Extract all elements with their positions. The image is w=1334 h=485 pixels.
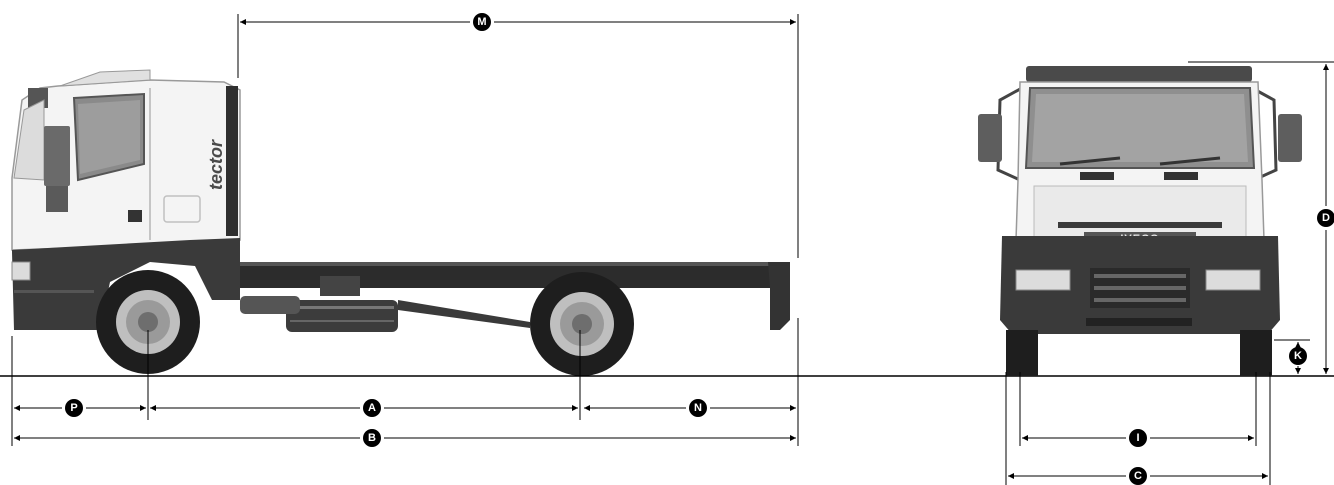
front-right-tyre (1240, 330, 1272, 376)
dimension-label-a: A (363, 399, 381, 417)
model-badge: tector (206, 139, 226, 190)
dimension-label-i: I (1129, 429, 1147, 447)
fuel-tank (286, 300, 398, 332)
chassis-rail-top (235, 262, 785, 266)
right-mirror (1278, 114, 1302, 162)
side-mirror (44, 126, 70, 186)
right-headlight (1205, 269, 1261, 291)
dimension-label-n: N (689, 399, 707, 417)
side-dimension-lines (11, 14, 799, 446)
rear-wheel (530, 272, 634, 376)
rear-frame-end (768, 262, 790, 330)
dimension-label-b: B (363, 429, 381, 447)
dimension-label-k: K (1289, 347, 1307, 365)
dimension-label-m: M (473, 13, 491, 31)
front-view-truck: IVECO (978, 66, 1302, 376)
dimension-label-d: D (1317, 209, 1334, 227)
front-left-tyre (1006, 330, 1038, 376)
lower-cab-skirt (12, 238, 240, 330)
left-headlight (1015, 269, 1071, 291)
chassis-frame (235, 264, 785, 288)
dimension-label-p: P (65, 399, 83, 417)
front-dimension-lines (1005, 61, 1334, 485)
left-mirror (978, 114, 1002, 162)
front-wheel (96, 270, 200, 374)
air-tank (240, 296, 300, 314)
dimension-label-c: C (1129, 467, 1147, 485)
cab-vent (226, 86, 238, 236)
side-view-truck: tector (11, 69, 790, 376)
